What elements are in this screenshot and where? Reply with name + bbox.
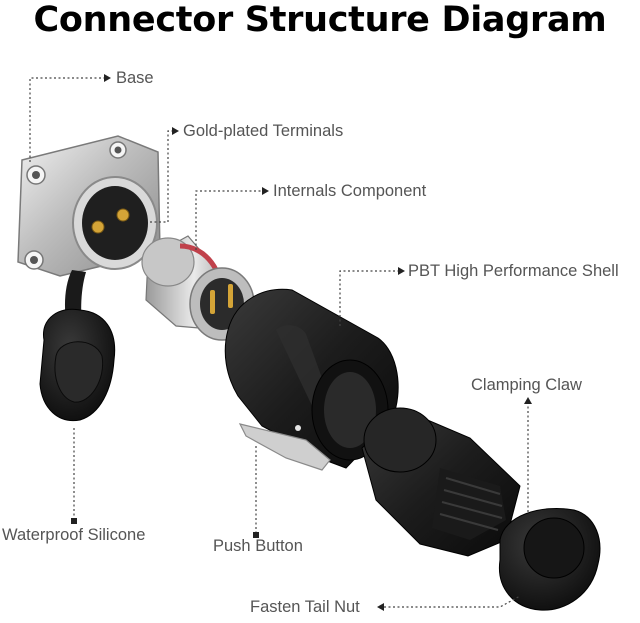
waterproof-silicone-part [39,270,116,422]
clamping-claw-part [361,407,521,557]
pbt-shell-part [224,288,399,471]
leader-line-shell [339,270,398,326]
marker-push-button [253,532,259,538]
tail-nut-part [498,508,601,611]
arrow-claw [524,397,532,404]
marker-silicone [71,518,77,524]
arrow-tail-nut [377,603,384,611]
leader-line-internals [195,190,262,250]
leader-markers [71,74,532,611]
label-waterproof-silicone: Waterproof Silicone [2,526,146,544]
arrow-shell [398,267,405,275]
label-pbt-shell: PBT High Performance Shell [408,262,619,280]
arrow-internals [262,187,269,195]
label-fasten-tail-nut: Fasten Tail Nut [250,598,360,616]
page-title: Connector Structure Diagram [33,0,607,40]
label-gold-plated-terminals: Gold-plated Terminals [183,122,344,140]
base-part [17,135,161,277]
leader-lines [29,77,529,608]
leader-line-terminals [150,130,172,223]
label-clamping-claw: Clamping Claw [471,376,582,394]
label-base: Base [116,69,154,87]
label-internals-component: Internals Component [273,182,427,200]
leader-line-base [29,77,104,162]
arrow-base [104,74,111,82]
arrow-terminals [172,127,179,135]
label-push-button: Push Button [213,537,303,555]
leader-line-tail-nut [384,595,521,608]
